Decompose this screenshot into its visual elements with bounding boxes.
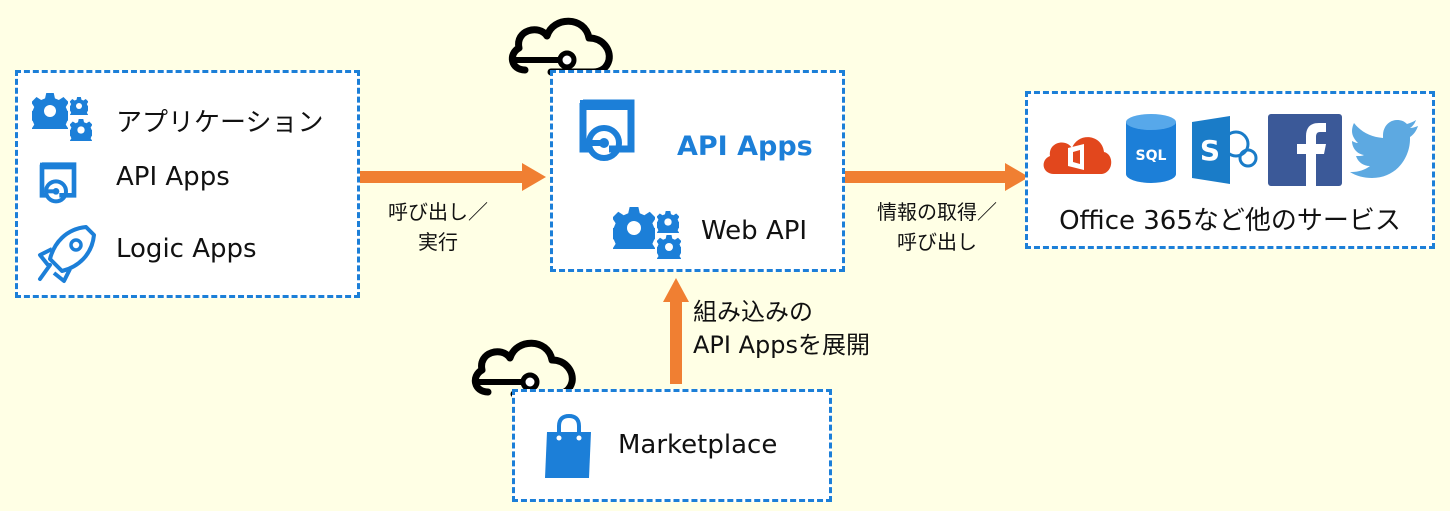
arrow-clients-to-hub <box>360 163 546 191</box>
sharepoint-icon: S <box>1190 114 1260 186</box>
marketplace-label: Marketplace <box>618 430 778 460</box>
api-apps-hub-box: API Apps Web API <box>550 70 845 272</box>
marketplace-box: Marketplace <box>512 389 832 502</box>
web-api-gears-icon <box>613 205 693 261</box>
sql-database-icon: SQL <box>1124 112 1178 186</box>
rocket-icon <box>36 223 96 285</box>
api-apps-large-icon <box>577 99 637 165</box>
office365-icon <box>1040 130 1114 178</box>
hub-subtitle: Web API <box>701 216 808 246</box>
api-apps-icon <box>38 151 78 217</box>
shopping-bag-icon <box>543 414 595 480</box>
arrow-hub-to-services <box>845 163 1029 191</box>
facebook-icon <box>1268 114 1342 186</box>
client-label-application: アプリケーション <box>116 108 324 138</box>
twitter-icon <box>1350 118 1420 178</box>
gears-icon <box>32 93 102 143</box>
arrow-marketplace-to-hub <box>663 278 689 384</box>
sql-text: SQL <box>1136 148 1167 164</box>
services-box: SQL S Office 365など他のサービス <box>1025 91 1435 249</box>
arrow-services-label: 情報の取得／ 呼び出し <box>877 200 997 254</box>
arrow-clients-label: 呼び出し／ 実行 <box>388 200 488 254</box>
arrow-marketplace-label: 組み込みの API Appsを展開 <box>693 298 870 359</box>
hub-title: API Apps <box>677 131 813 162</box>
services-label: Office 365など他のサービス <box>1059 206 1401 236</box>
sharepoint-letter: S <box>1200 134 1220 167</box>
clients-box: アプリケーション API Apps Logic Apps <box>15 70 360 298</box>
client-label-api-apps: API Apps <box>116 162 230 192</box>
client-label-logic-apps: Logic Apps <box>116 234 257 264</box>
